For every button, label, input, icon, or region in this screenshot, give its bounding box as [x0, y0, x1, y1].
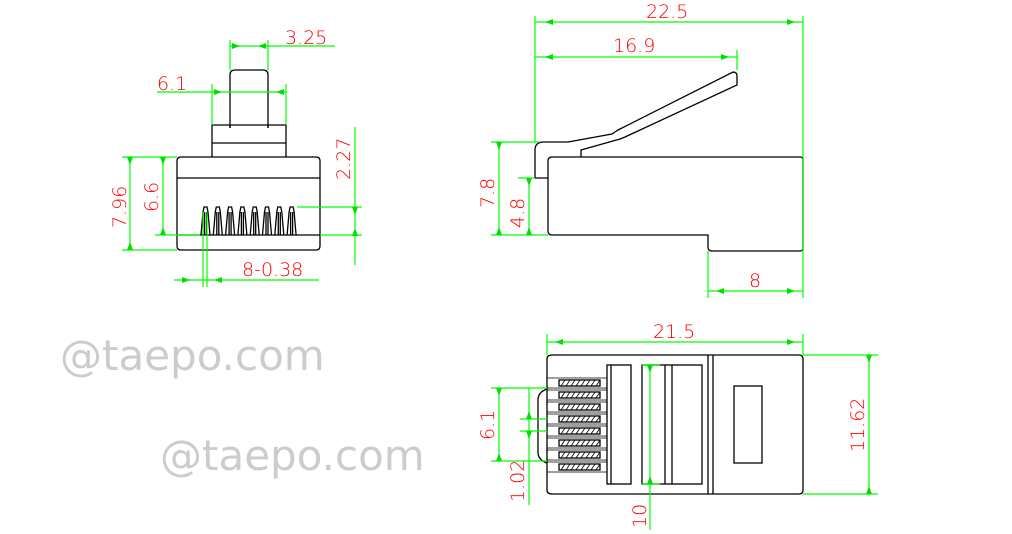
- contact-tooth: [200, 206, 211, 236]
- contact-row: [547, 389, 607, 401]
- contact-tooth: [237, 206, 248, 236]
- bottom-nose: [537, 388, 548, 464]
- bottom-contacts: [547, 377, 607, 473]
- dimension-arrow: [866, 355, 872, 363]
- dimension-arrow: [352, 228, 358, 236]
- dimension-arrow: [721, 54, 729, 60]
- watermark-top: @taepo.com: [60, 331, 325, 380]
- dim-4.8: 4.8: [507, 198, 529, 228]
- dim-21.5: 21.5: [653, 321, 695, 343]
- dimension-arrow: [647, 365, 653, 373]
- dimension-arrow: [496, 142, 502, 150]
- dim-8-0.38: 8-0.38: [242, 259, 303, 281]
- dim-line-3.25: [229, 40, 335, 70]
- dimension-arrow: [276, 89, 284, 95]
- dim-line-11.62: [803, 354, 878, 495]
- front-shoulder: [211, 124, 287, 157]
- dim-6.1-front: 6.1: [157, 73, 187, 95]
- dimension-arrow: [555, 339, 563, 345]
- dim-2.27: 2.27: [333, 138, 355, 180]
- dim-line-7.8-4.8: [491, 141, 548, 236]
- contact-row: [547, 437, 607, 449]
- dimension-arrow: [716, 288, 724, 294]
- dimension-arrow: [526, 178, 532, 186]
- contact-row: [547, 413, 607, 425]
- dimension-arrow: [647, 476, 653, 484]
- front-latch-tab: [229, 69, 269, 128]
- contact-tooth: [274, 206, 285, 236]
- contact-tooth: [212, 206, 223, 236]
- dim-line-22.5-16.9: [534, 16, 804, 251]
- dimension-arrow: [866, 486, 872, 494]
- dim-line-6.1-1.02: [491, 387, 547, 505]
- front-body: [176, 156, 321, 251]
- dim-6.6: 6.6: [141, 182, 163, 212]
- dimension-arrow: [787, 339, 795, 345]
- side-latch: [534, 71, 738, 178]
- dimension-arrow: [787, 288, 795, 294]
- dimension-arrow: [182, 277, 190, 283]
- dimension-arrow: [545, 54, 553, 60]
- dim-7.8: 7.8: [477, 178, 499, 208]
- front-view: 3.25 6.1 7.96 6.6 2.27 8-0.38: [109, 27, 362, 287]
- dim-11.62: 11.62: [847, 398, 869, 452]
- dim-3.25: 3.25: [285, 27, 327, 49]
- dimension-arrow: [496, 453, 502, 461]
- dimension-arrow: [258, 43, 266, 49]
- side-body: [535, 156, 804, 252]
- watermark-bottom: @taepo.com: [160, 431, 425, 480]
- dimension-arrow: [526, 227, 532, 235]
- contact-tooth: [224, 206, 236, 236]
- contact-tooth: [286, 206, 297, 236]
- dimension-arrow: [787, 19, 795, 25]
- bottom-block-1: [606, 364, 632, 485]
- dim-1.02: 1.02: [507, 460, 529, 502]
- dimension-arrow: [160, 227, 166, 235]
- dim-line-8-0.38: [174, 212, 319, 287]
- dim-7.96: 7.96: [109, 186, 131, 228]
- dimension-arrow: [127, 157, 133, 165]
- contact-row: [547, 401, 607, 413]
- dimension-arrow: [232, 43, 240, 49]
- bottom-window: [733, 385, 763, 464]
- dimension-arrow: [214, 89, 222, 95]
- dimension-arrow: [127, 242, 133, 250]
- front-body-lines: [177, 177, 320, 236]
- dim-16.9: 16.9: [613, 35, 655, 57]
- front-contacts: [200, 206, 297, 236]
- contact-tooth: [261, 206, 273, 236]
- bottom-view: 21.5 11.62 6.1 1.02 10: [477, 321, 878, 530]
- dim-22.5: 22.5: [646, 1, 688, 23]
- dimension-arrow: [496, 388, 502, 396]
- dimension-arrow: [214, 277, 222, 283]
- dimension-arrow: [352, 207, 358, 215]
- side-view: 22.5 16.9 7.8 4.8 8: [477, 1, 804, 298]
- contact-row: [547, 377, 607, 389]
- contact-row: [547, 461, 607, 473]
- dimension-arrow: [545, 19, 553, 25]
- contact-row: [547, 425, 607, 437]
- dimension-arrow: [496, 227, 502, 235]
- contact-tooth: [249, 206, 260, 236]
- dimension-arrow: [526, 411, 532, 419]
- contact-row: [547, 449, 607, 461]
- dim-line-21.5: [546, 334, 804, 355]
- dimension-arrow: [160, 157, 166, 165]
- dim-6.1-bottom: 6.1: [477, 410, 499, 440]
- dim-10: 10: [629, 504, 651, 528]
- dim-8: 8: [749, 270, 761, 292]
- bottom-body: [546, 354, 804, 495]
- dimension-arrow: [526, 431, 532, 439]
- dim-line-7.96-6.6: [122, 156, 200, 251]
